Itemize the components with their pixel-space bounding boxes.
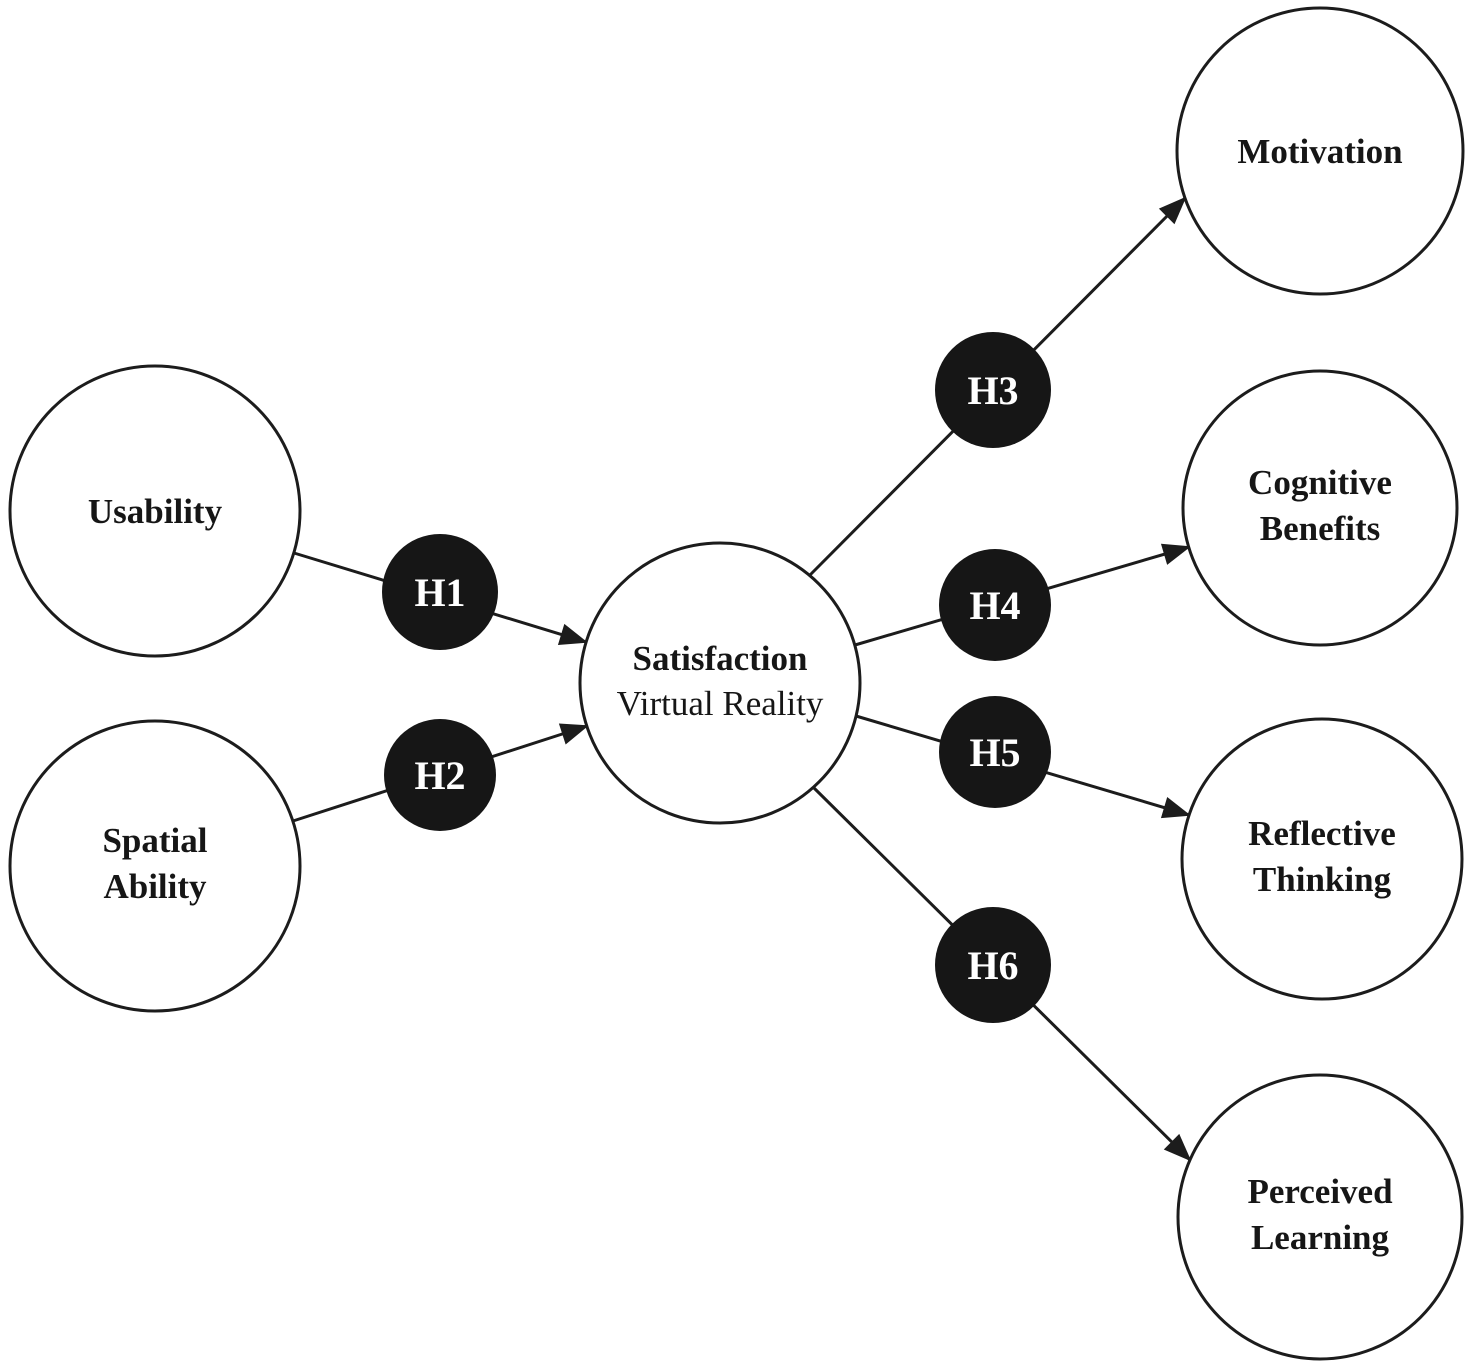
h6-label: H6 [967, 943, 1018, 988]
h4-label: H4 [969, 583, 1020, 628]
satisfaction-label-line2: Virtual Reality [617, 684, 824, 723]
hypothesis-h4: H4 [939, 549, 1051, 661]
usability-label: Usability [88, 492, 223, 531]
perceived-learning-circle [1176, 1073, 1464, 1361]
hypothesis-h5: H5 [939, 696, 1051, 808]
reflective-thinking-circle [1180, 717, 1464, 1001]
spatial-ability-label-line2: Ability [103, 867, 207, 906]
satisfaction-label-line1: Satisfaction [633, 639, 808, 678]
node-reflective-thinking: Reflective Thinking [1180, 717, 1464, 1001]
node-usability: Usability [8, 364, 302, 658]
h5-circle [939, 696, 1051, 808]
usability-circle [8, 364, 302, 658]
h3-circle [935, 332, 1051, 448]
node-motivation: Motivation [1175, 6, 1465, 296]
hypothesis-h2: H2 [384, 719, 496, 831]
h4-circle [939, 549, 1051, 661]
reflective-thinking-label-line1: Reflective [1248, 814, 1396, 853]
node-cognitive-benefits: Cognitive Benefits [1181, 369, 1459, 647]
h2-label: H2 [414, 753, 465, 798]
h2-circle [384, 719, 496, 831]
h1-circle [382, 534, 498, 650]
node-spatial-ability: Spatial Ability [8, 719, 302, 1013]
satisfaction-circle [578, 541, 862, 825]
node-satisfaction: Satisfaction Virtual Reality [578, 541, 862, 825]
cognitive-benefits-circle [1181, 369, 1459, 647]
perceived-learning-label-line2: Learning [1251, 1218, 1390, 1257]
hypothesis-h1: H1 [382, 534, 498, 650]
h1-label: H1 [414, 570, 465, 615]
motivation-circle [1175, 6, 1465, 296]
spatial-ability-circle [8, 719, 302, 1013]
h3-label: H3 [967, 368, 1018, 413]
h5-label: H5 [969, 730, 1020, 775]
cognitive-benefits-label-line1: Cognitive [1248, 463, 1392, 502]
h6-circle [935, 907, 1051, 1023]
hypothesis-h3: H3 [935, 332, 1051, 448]
node-perceived-learning: Perceived Learning [1176, 1073, 1464, 1361]
hypothesis-h6: H6 [935, 907, 1051, 1023]
motivation-label: Motivation [1237, 132, 1402, 171]
reflective-thinking-label-line2: Thinking [1253, 860, 1392, 899]
spatial-ability-label-line1: Spatial [102, 821, 207, 860]
perceived-learning-label-line1: Perceived [1247, 1172, 1393, 1211]
cognitive-benefits-label-line2: Benefits [1260, 509, 1381, 548]
